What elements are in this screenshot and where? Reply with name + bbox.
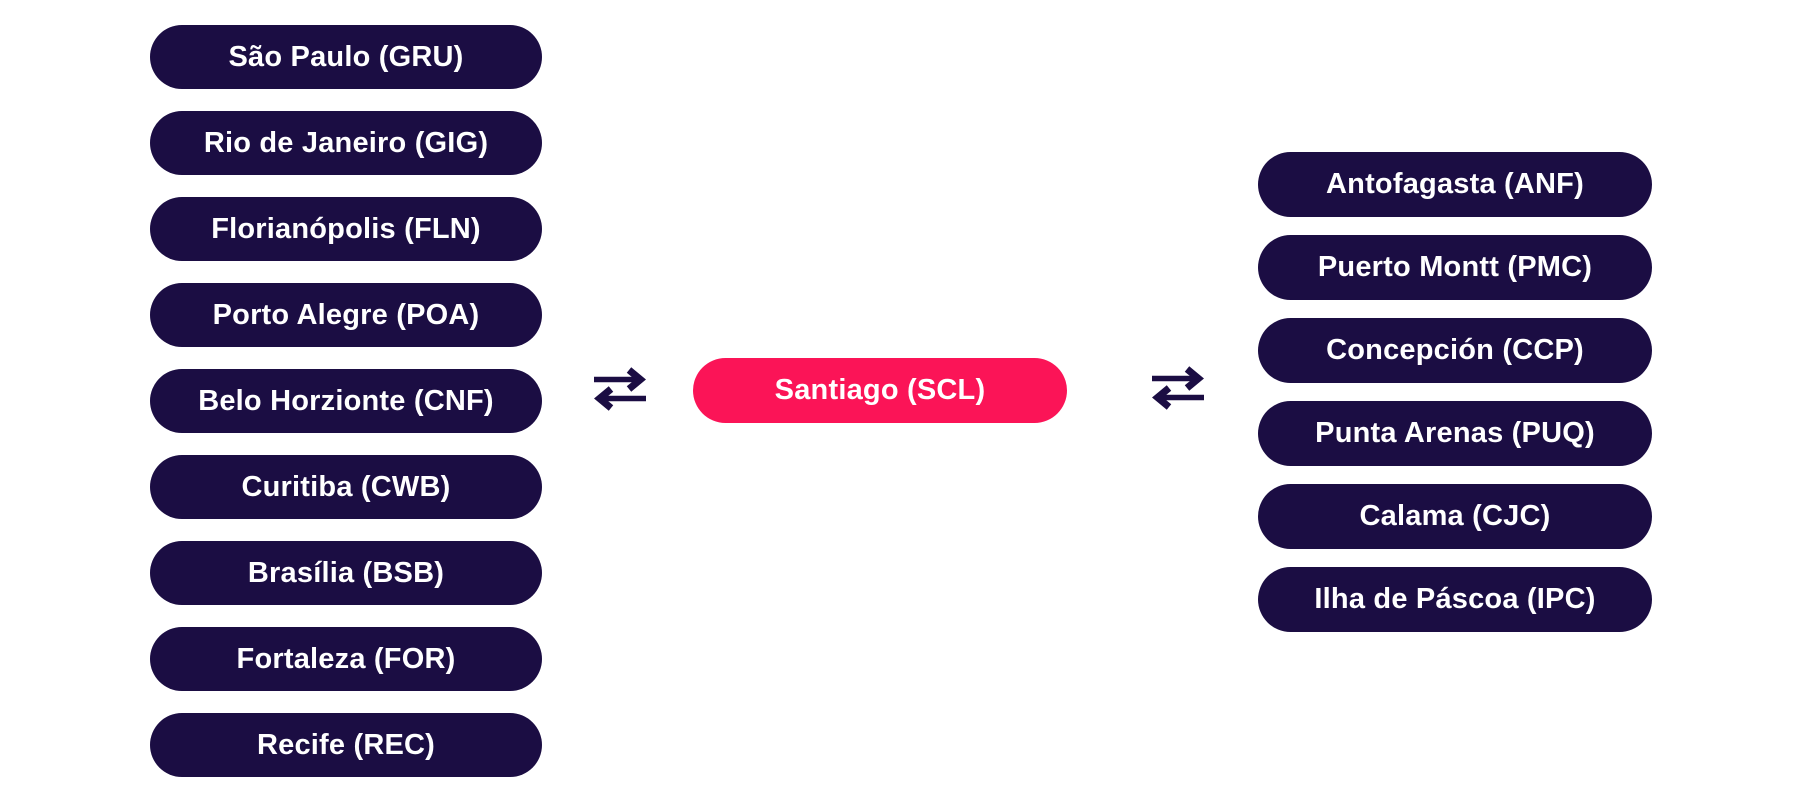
swap-arrows-icon (1152, 366, 1204, 410)
right-destinations-column: Antofagasta (ANF) Puerto Montt (PMC) Con… (1258, 152, 1652, 632)
pill-puerto-montt: Puerto Montt (PMC) (1258, 235, 1652, 300)
pill-recife: Recife (REC) (150, 713, 542, 777)
pill-concepcion: Concepción (CCP) (1258, 318, 1652, 383)
pill-florianopolis: Florianópolis (FLN) (150, 197, 542, 261)
left-destinations-column: São Paulo (GRU) Rio de Janeiro (GIG) Flo… (150, 25, 542, 777)
pill-brasilia: Brasília (BSB) (150, 541, 542, 605)
pill-punta-arenas: Punta Arenas (PUQ) (1258, 401, 1652, 466)
pill-sao-paulo: São Paulo (GRU) (150, 25, 542, 89)
pill-curitiba: Curitiba (CWB) (150, 455, 542, 519)
pill-rio-de-janeiro: Rio de Janeiro (GIG) (150, 111, 542, 175)
swap-arrows-icon (594, 367, 646, 411)
pill-antofagasta: Antofagasta (ANF) (1258, 152, 1652, 217)
pill-calama: Calama (CJC) (1258, 484, 1652, 549)
pill-porto-alegre: Porto Alegre (POA) (150, 283, 542, 347)
pill-fortaleza: Fortaleza (FOR) (150, 627, 542, 691)
pill-belo-horizonte: Belo Horzionte (CNF) (150, 369, 542, 433)
pill-hub-santiago: Santiago (SCL) (693, 358, 1067, 423)
pill-ilha-de-pascoa: Ilha de Páscoa (IPC) (1258, 567, 1652, 632)
